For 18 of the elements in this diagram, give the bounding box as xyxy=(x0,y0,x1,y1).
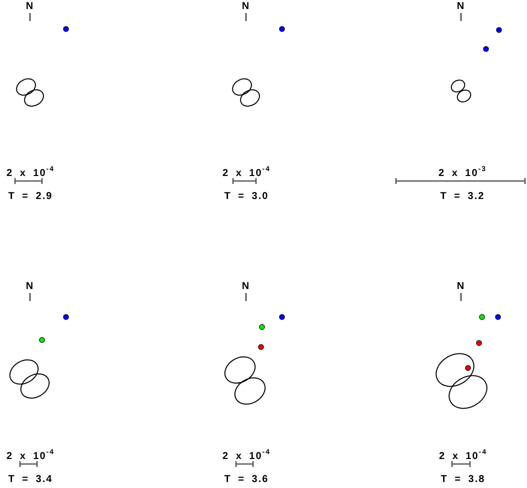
time-label: T = 2.9 xyxy=(8,191,53,203)
time-label: T = 3.8 xyxy=(440,474,486,486)
north-label: N xyxy=(456,281,466,293)
north-label: N xyxy=(26,281,34,293)
north-label: N xyxy=(242,281,250,293)
time-label: T = 3.0 xyxy=(224,191,269,203)
scale-label: 2 x 10$^{-4}$ xyxy=(222,168,271,180)
scale-label: 2 x 10$^{-4}$ xyxy=(6,451,55,463)
scale-label: 2 x 10$^{-4}$ xyxy=(222,451,271,463)
scale-label: 2 x 10$^{-3}$ xyxy=(438,168,487,180)
north-label: N xyxy=(242,1,250,13)
time-label: T = 3.2 xyxy=(440,191,485,203)
time-label: T = 3.6 xyxy=(224,474,269,486)
scale-label: 2 x 10$^{-4}$ xyxy=(6,168,55,180)
time-label: T = 3.4 xyxy=(8,474,53,486)
north-label: N xyxy=(26,1,34,13)
scale-label: 2 x 10$^{-4}$ xyxy=(438,451,488,463)
north-label: N xyxy=(456,1,466,13)
